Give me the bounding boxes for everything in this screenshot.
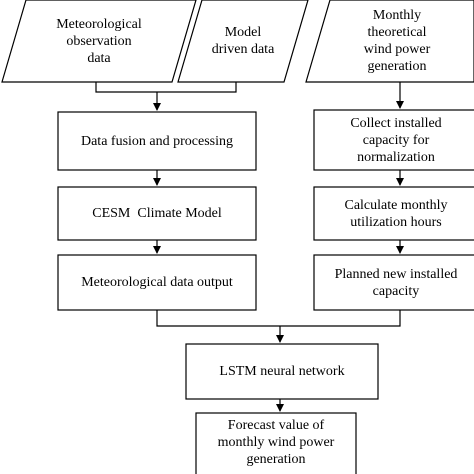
collect-capacity-box <box>313 109 474 171</box>
label-line: wind power <box>363 42 431 57</box>
meteorological-output-label: Meteorological data output <box>58 255 256 310</box>
label-line: Collect installed <box>350 115 442 131</box>
meteorological-observation-label: Meteorological observation data <box>20 8 178 74</box>
label-line: Meteorological data output <box>81 275 233 290</box>
cesm-label: CESM Climate Model <box>58 187 256 240</box>
label-line: theoretical <box>367 25 427 40</box>
model-driven-data-shape <box>177 0 309 83</box>
cesm-box <box>57 186 257 241</box>
label-line: utilization hours <box>350 214 442 230</box>
label-line: normalization <box>357 149 435 165</box>
label-line: observation <box>66 33 132 49</box>
label-line: Forecast value of <box>227 417 325 433</box>
monthly-theoretical-label: Monthly theoretical wind power generatio… <box>322 2 472 80</box>
label-line: LSTM neural network <box>219 364 345 379</box>
forecast-box <box>195 412 357 474</box>
data-fusion-box <box>57 111 257 171</box>
label-line: driven data <box>211 42 275 57</box>
data-fusion-label: Data fusion and processing <box>58 112 256 170</box>
label-line: Data fusion and processing <box>80 133 234 149</box>
label-line: Planned new installed <box>334 266 458 282</box>
monthly-theoretical-shape <box>305 0 474 83</box>
label-line: generation <box>367 59 427 74</box>
meteorological-output-box <box>57 254 257 311</box>
calculate-hours-box <box>313 186 474 241</box>
label-line: Monthly <box>372 8 422 23</box>
label-line: CESM Climate Model <box>92 206 222 221</box>
label-line: generation <box>246 451 306 467</box>
label-line: capacity for <box>362 132 430 148</box>
calculate-hours-label: Calculate monthly utilization hours <box>314 187 474 240</box>
label-line: Calculate monthly <box>344 197 448 213</box>
label-line: capacity <box>372 283 420 299</box>
inputs-merge-line <box>95 82 237 93</box>
outputs-merge-line <box>156 310 401 327</box>
lstm-label: LSTM neural network <box>186 344 378 399</box>
model-driven-data-label: Model driven data <box>190 8 296 74</box>
label-line: Meteorological <box>56 16 142 32</box>
label-line: monthly wind power <box>217 434 335 450</box>
planned-capacity-label: Planned new installed capacity <box>314 255 474 310</box>
lstm-box <box>185 343 379 400</box>
label-line: Model <box>224 25 262 40</box>
planned-capacity-box <box>313 254 474 311</box>
forecast-label: Forecast value of monthly wind power gen… <box>196 413 356 471</box>
label-line: data <box>87 50 111 66</box>
meteorological-observation-shape <box>1 0 197 83</box>
collect-capacity-label: Collect installed capacity for normaliza… <box>314 110 474 170</box>
